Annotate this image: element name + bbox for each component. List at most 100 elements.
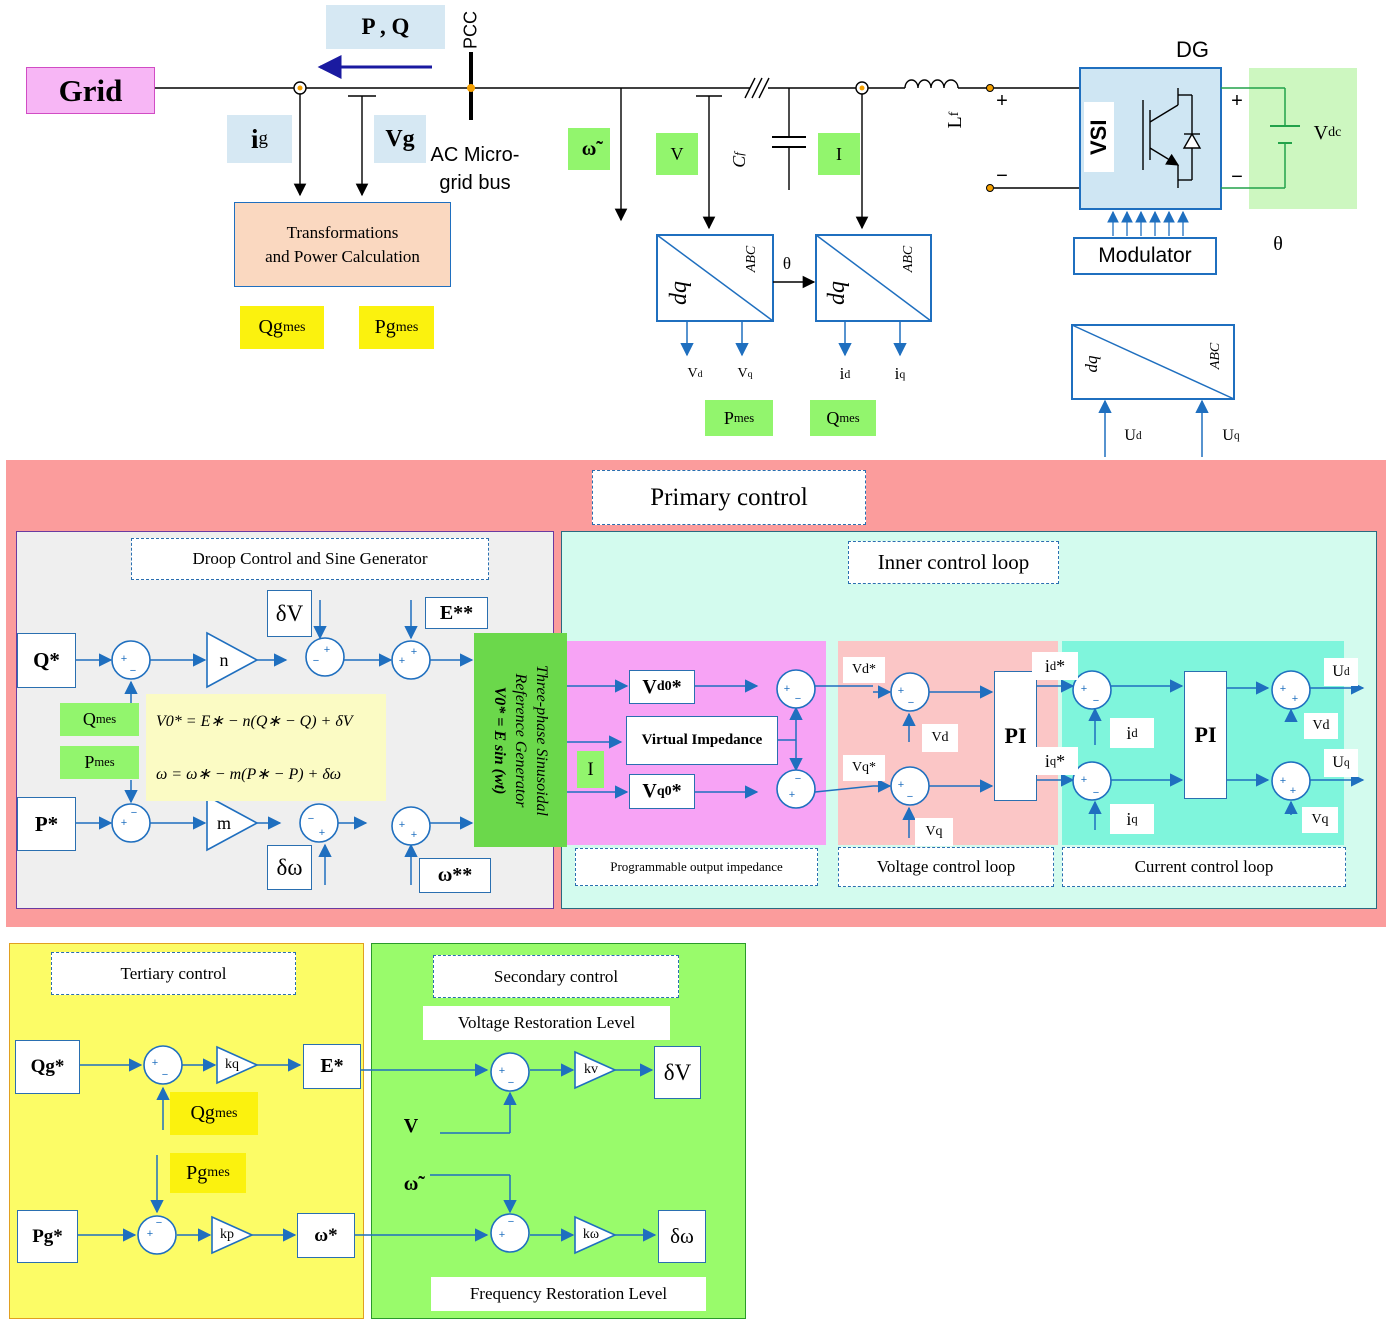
qg-mes-tertiary-sub: mes <box>214 1105 238 1121</box>
svg-text:+: + <box>898 685 904 697</box>
w-star-output: ω* <box>297 1213 355 1258</box>
delta-w-output: δω <box>658 1210 706 1263</box>
svg-text:+: + <box>399 655 405 667</box>
lf-main: L <box>943 116 966 129</box>
svg-text:−: − <box>1093 787 1099 799</box>
dq-block3-dq: dq <box>1082 355 1101 373</box>
delta-w-droop-input: δω <box>267 845 312 890</box>
sine-line1: Three-phase Sinusoidal <box>533 664 551 816</box>
q-mes-droop-main: Q <box>82 709 96 729</box>
svg-text:+: + <box>898 779 904 791</box>
ud-output-sub: d <box>1343 666 1350 678</box>
delta-v-droop-input: δV <box>267 590 312 637</box>
svg-text:+: + <box>499 1229 505 1241</box>
svg-text:−: − <box>907 791 913 803</box>
omega-tilde-label: ω̃ <box>568 128 610 170</box>
svg-text:+: + <box>499 1065 505 1077</box>
svg-text:+: + <box>147 1228 153 1240</box>
svg-text:−: − <box>795 693 801 705</box>
q-star-input: Q* <box>17 633 76 688</box>
grid-voltage-label: Vg <box>374 115 426 163</box>
bus-label-line1: AC Micro- <box>430 144 520 166</box>
svg-text:+: + <box>1290 785 1296 797</box>
uq-input-main: U <box>1222 427 1234 444</box>
svg-text:+: + <box>121 817 127 829</box>
gain-triangle-icon <box>211 1045 617 1255</box>
vsi-minus: − <box>1231 165 1243 188</box>
vsi-label: VSI <box>1084 102 1114 172</box>
e-star-output: E* <box>303 1044 361 1089</box>
qg-mes-top-main: Qg <box>258 316 283 338</box>
grid-current-sub: g <box>258 128 268 149</box>
i-sensor-label: I <box>818 133 860 175</box>
qg-star-input: Qg* <box>15 1040 80 1094</box>
vq-feedback-label: Vq <box>915 818 953 846</box>
svg-text:+: + <box>1280 775 1286 787</box>
svg-text:−: − <box>508 1216 514 1228</box>
summing-junction-icon <box>111 637 1311 846</box>
grid-current-main: i <box>251 123 259 154</box>
iq-star-sub: q <box>1049 753 1057 768</box>
svg-text:+: + <box>319 827 325 839</box>
id-feedback-main: i <box>1126 722 1132 743</box>
sine-line2: Reference Generator <box>512 672 530 808</box>
p-mes-droop-sub: mes <box>94 755 115 769</box>
programmable-impedance-title: Programmable output impedance <box>575 848 818 886</box>
vq0-sub: q0 <box>656 783 672 799</box>
lf-sub: f <box>947 111 962 117</box>
pg-mes-top-main: Pg <box>374 316 396 338</box>
svg-text:+: + <box>1081 683 1087 695</box>
vdc-sub: dc <box>1328 125 1342 140</box>
current-loop-title: Current control loop <box>1062 847 1346 887</box>
virtual-impedance-block: Virtual Impedance <box>626 716 778 765</box>
svg-text:−: − <box>130 665 136 677</box>
w-star2-input: ω** <box>419 858 491 893</box>
igbt-switch-icon <box>1142 88 1202 188</box>
iq-feedback-main: i <box>1126 808 1132 829</box>
modulator-block: Modulator <box>1073 237 1217 275</box>
svg-text:+: + <box>1081 774 1087 786</box>
vd0-star: * <box>671 675 682 698</box>
svg-text:−: − <box>1093 695 1099 707</box>
vd-output-sub: d <box>697 368 703 380</box>
svg-text:+: + <box>1280 683 1286 695</box>
secondary-title: Secondary control <box>433 955 679 998</box>
kq-gain-label: kq <box>225 1057 239 1072</box>
vd-current-loop-label: Vd <box>1304 713 1338 739</box>
vd0-sub: d0 <box>656 679 672 694</box>
vq-output-sub: q <box>747 368 753 380</box>
kv-gain-label: kv <box>584 1062 598 1077</box>
dq-block1-abc: ABC <box>744 245 759 273</box>
svg-text:−: − <box>313 655 319 667</box>
transformations-line2: and Power Calculation <box>265 246 420 266</box>
id-feedback-sub: d <box>1131 725 1138 740</box>
svg-text:+: + <box>121 653 127 665</box>
id-star-end: * <box>1056 655 1066 676</box>
v-sensor-label: V <box>656 133 698 175</box>
qg-mes-top-sub: mes <box>282 319 306 335</box>
inner-control-title: Inner control loop <box>848 541 1059 584</box>
svg-text:−: − <box>131 807 137 819</box>
svg-text:+: + <box>1292 693 1298 705</box>
droop-equation-voltage: V0* = E∗ − n(Q∗ − Q) + δV <box>156 712 353 730</box>
sine-reference-generator: Three-phase Sinusoidal Reference Generat… <box>474 633 567 847</box>
q-mes-top-main: Q <box>826 407 840 428</box>
svg-text:−: − <box>308 813 314 825</box>
svg-text:+: + <box>324 644 330 656</box>
vq-star-label: Vq* <box>843 755 885 781</box>
delta-v-output: δV <box>654 1046 701 1099</box>
